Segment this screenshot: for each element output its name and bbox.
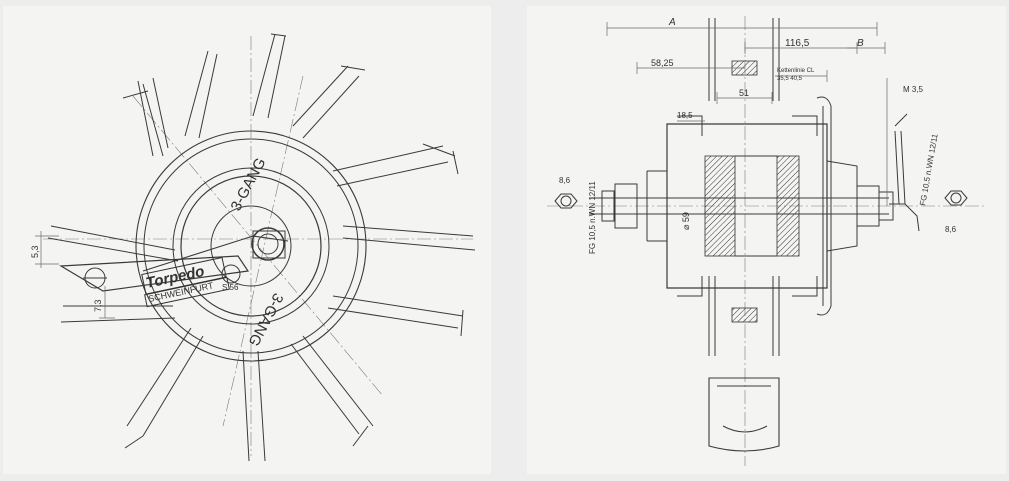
dim-shell-diameter: ⌀ 59 [681,212,691,230]
dim-lever-offset: 5,3 [30,245,40,258]
hub-side-view-drawing: 3-GANG 3-GANG Torpedo SCHWEINFURT S 56 5… [30,33,476,462]
chainline-values: 35,5 40,5 [777,76,803,82]
chainline-label: Kettenlinie CL [777,68,815,74]
center-lines [547,16,987,466]
nut-left-size: 8,6 [559,176,571,185]
thread-cable: M 3,5 [903,85,924,94]
hub-section-view-drawing: A B 116,5 58,25 51 18,5 ⌀ 59 Kettenlinie… [547,16,987,466]
stamp-code: S 56 [222,283,239,292]
dim-a: A [668,17,676,28]
dim-overall: 116,5 [785,38,810,49]
hub-marking-bottom: 3-GANG [244,290,286,349]
nut-end-views [554,190,968,209]
dim-flange: 58,25 [651,58,674,68]
dimension-marks [35,231,115,319]
dim-cone: 18,5 [677,111,693,120]
hub-shell [646,115,858,297]
hub-section-view-panel: A B 116,5 58,25 51 18,5 ⌀ 59 Kettenlinie… [527,6,1006,474]
torpedo-logo [141,256,241,308]
rim-section [708,18,780,452]
dim-shell: 51 [739,88,749,98]
dim-lever-drop: 7,3 [93,299,103,312]
spoke-web [47,33,476,462]
nut-right-size: 8,6 [945,225,957,234]
center-lines [43,36,473,456]
axle-and-nuts [589,113,920,232]
hub-body [135,130,367,362]
reaction-lever [59,235,289,292]
hub-marking-top: 3-GANG [228,155,270,214]
thread-right: FG 10,5 n.WN 12/11 [918,133,940,207]
dim-b: B [857,38,864,49]
hub-side-view-panel: 3-GANG 3-GANG Torpedo SCHWEINFURT S 56 5… [3,6,491,474]
thread-left: FG 10,5 n.WN 12/11 [588,181,597,254]
sprocket [816,96,832,316]
dimension-lines [606,22,888,206]
